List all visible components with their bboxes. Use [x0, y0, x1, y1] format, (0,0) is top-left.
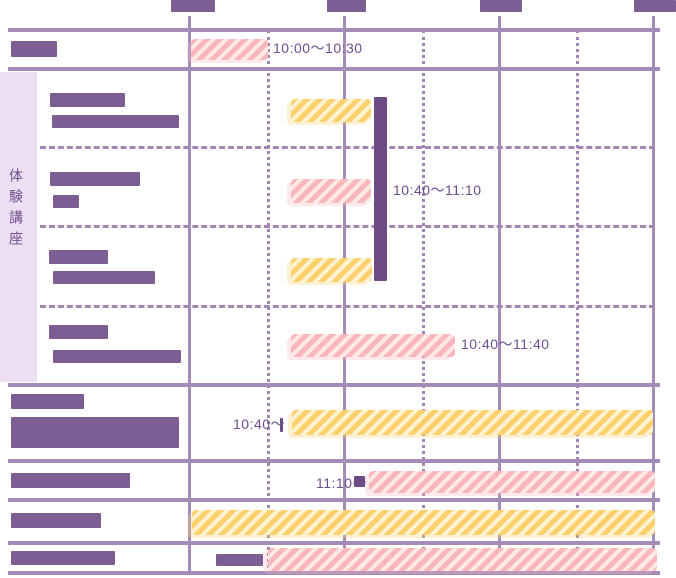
grid-vline-half-hour	[576, 30, 579, 574]
grid-hline-row-border	[8, 571, 660, 575]
redacted-label-bar	[11, 41, 57, 57]
grid-hline-row-border	[8, 498, 660, 502]
gantt-bar-pink	[191, 39, 268, 60]
gantt-bar-pink	[291, 334, 455, 357]
redacted-label-bar	[216, 554, 263, 566]
redacted-label-bar	[50, 93, 125, 107]
time-annotation-row1: 10:00～10:30	[273, 40, 363, 56]
grid-hline-row-border	[8, 28, 660, 32]
group-bracket-bar	[374, 97, 387, 281]
axis-tick-label-redacted	[634, 0, 676, 12]
redacted-label-bar	[11, 417, 179, 448]
grid-hline-row-border	[8, 541, 660, 545]
axis-tick-label-redacted	[171, 0, 215, 12]
grid-vline-hour	[498, 16, 501, 574]
redacted-label-bar	[11, 473, 130, 488]
axis-tick-label-redacted	[327, 0, 366, 12]
tick-after-10-40	[280, 418, 283, 432]
gantt-bar-yellow	[192, 510, 655, 535]
redacted-label-bar	[11, 513, 101, 528]
grid-vline-hour	[343, 16, 346, 574]
square-after-11-10	[354, 476, 365, 487]
redacted-label-bar	[53, 271, 155, 284]
grid-vline-hour	[652, 16, 655, 574]
axis-tick-label-redacted	[480, 0, 522, 12]
section-band	[0, 72, 37, 382]
section-label: 体験講座	[8, 168, 24, 252]
redacted-label-bar	[11, 551, 115, 565]
gantt-bar-pink	[268, 548, 657, 571]
gantt-bar-yellow	[291, 99, 371, 122]
time-annotation-row-after-section: 10:40～	[233, 416, 286, 432]
redacted-label-bar	[49, 250, 108, 264]
gantt-bar-yellow	[291, 258, 372, 282]
gantt-bar-yellow	[292, 410, 653, 435]
gantt-bar-pink	[369, 471, 655, 493]
grid-vline-half-hour	[267, 30, 270, 574]
redacted-label-bar	[53, 350, 181, 363]
redacted-label-bar	[49, 325, 108, 339]
redacted-label-bar	[11, 394, 84, 409]
time-annotation-row-pink-start: 11:10～	[316, 475, 367, 491]
grid-hline-row-border	[8, 67, 660, 71]
grid-dashed-row-divider	[40, 146, 655, 149]
grid-vline-half-hour	[422, 30, 425, 574]
redacted-label-bar	[52, 115, 179, 128]
grid-hline-row-border	[8, 459, 660, 463]
redacted-label-bar	[50, 172, 140, 186]
grid-hline-row-border	[8, 383, 660, 387]
redacted-label-bar	[53, 195, 79, 208]
grid-dashed-row-divider	[40, 305, 655, 308]
gantt-bar-pink	[291, 179, 371, 203]
grid-dashed-row-divider	[40, 225, 655, 228]
grid-vline-hour	[188, 16, 191, 574]
time-annotation-experience4: 10:40～11:40	[461, 336, 550, 352]
time-annotation-group: 10:40～11:10	[393, 182, 482, 198]
